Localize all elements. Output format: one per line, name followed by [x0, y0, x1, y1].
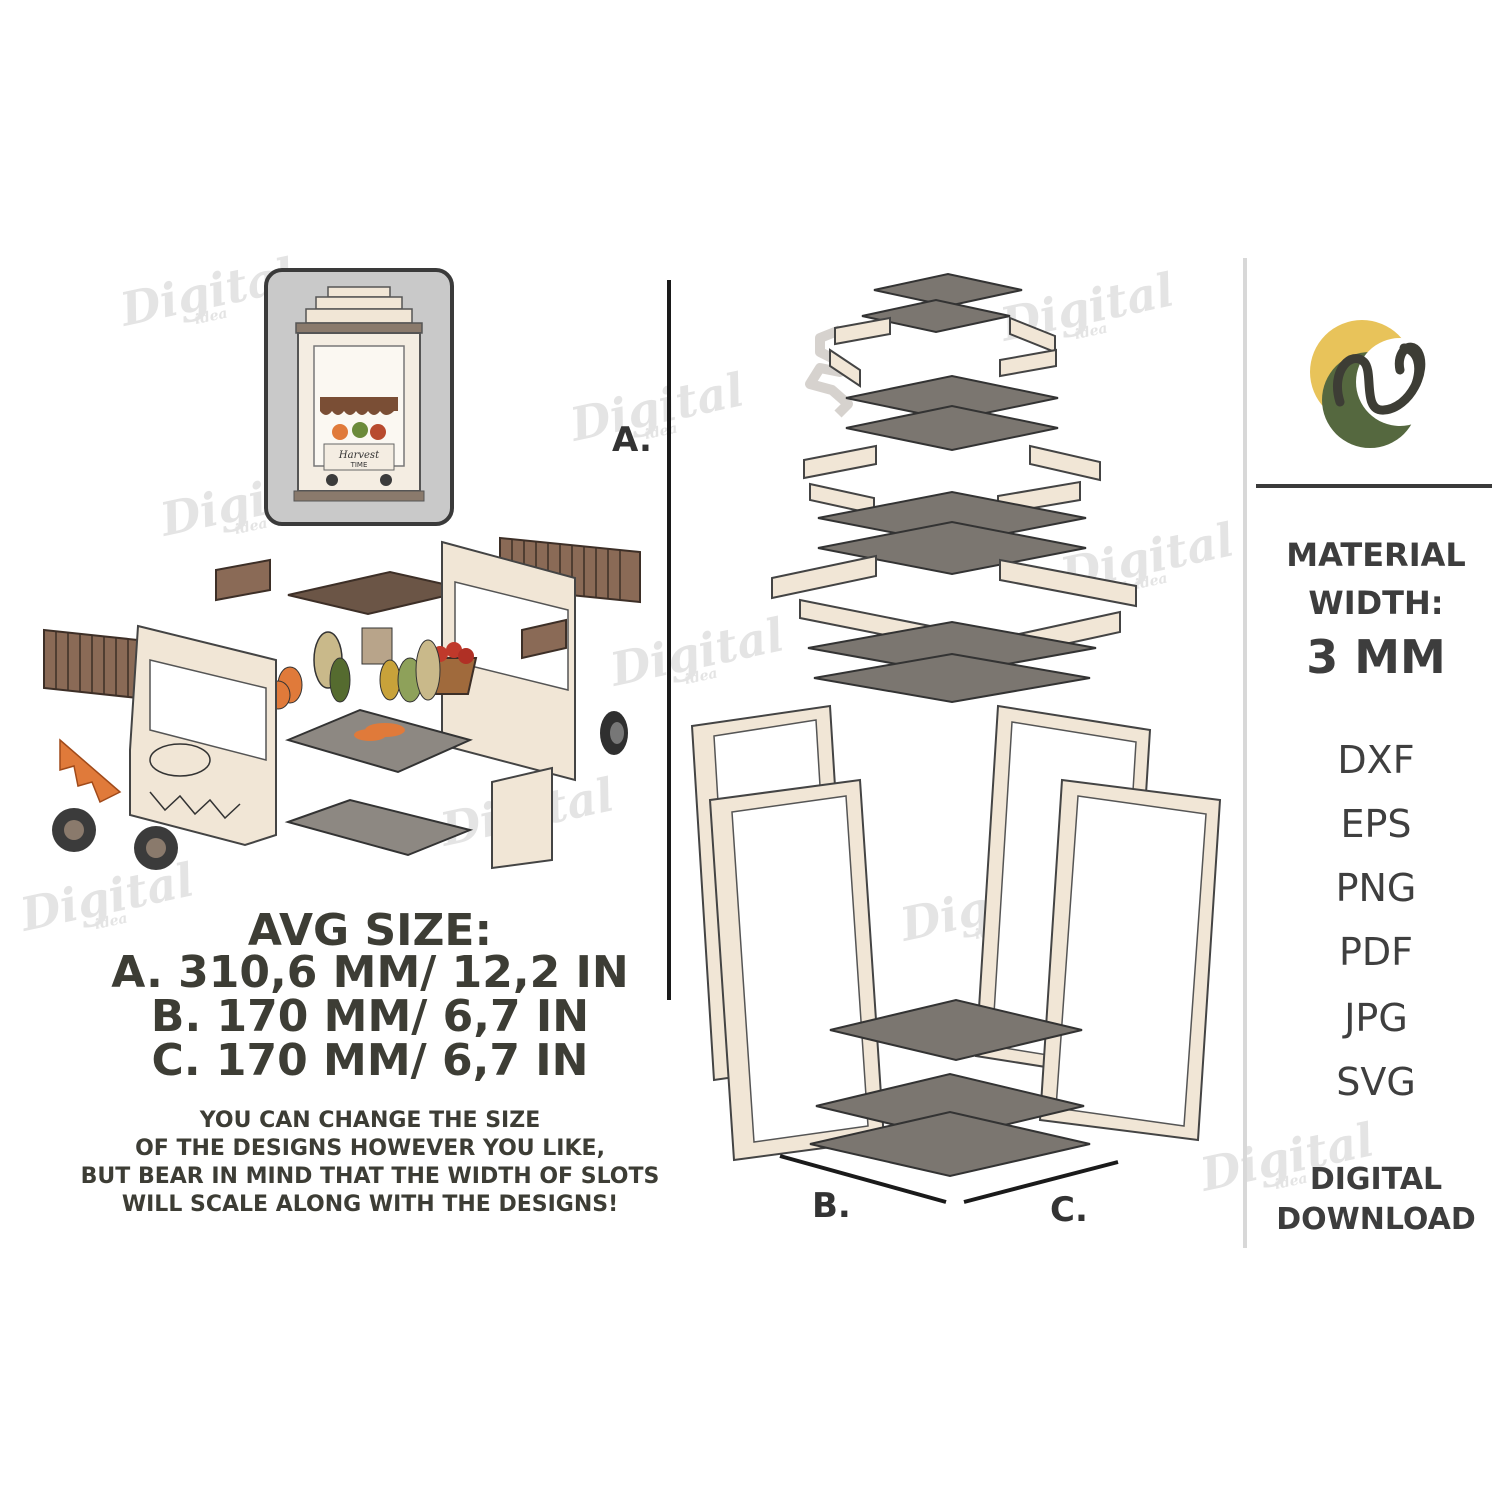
label-a: A. — [612, 420, 652, 460]
label-b: B. — [812, 1186, 851, 1226]
note-line-1: YOU CAN CHANGE THE SIZE — [199, 1108, 541, 1133]
bottom-shelf — [284, 798, 474, 857]
format-svg: SVG — [1336, 1060, 1416, 1104]
format-dxf: DXF — [1337, 738, 1415, 782]
dimension-line-b — [779, 1154, 947, 1204]
vegetables — [265, 627, 441, 710]
avg-size-b: B. 170 MM/ 6,7 IN — [150, 991, 590, 1042]
preview-sign-line2: TIME — [350, 461, 368, 469]
note-line-4: WILL SCALE ALONG WITH THE DESIGNS! — [121, 1192, 619, 1217]
preview-sign-line1: Harvest — [338, 450, 380, 461]
format-jpg: JPG — [1344, 996, 1408, 1040]
side-plank — [215, 558, 271, 602]
wall-frames-right — [974, 704, 1222, 1142]
wall-frames-left — [690, 704, 886, 1162]
bunting — [59, 738, 122, 804]
dimension-line-c — [963, 1160, 1119, 1204]
digital-download-2: DOWNLOAD — [1276, 1202, 1476, 1237]
note-line-3: BUT BEAR IN MIND THAT THE WIDTH OF SLOTS — [80, 1164, 660, 1189]
middle-shelf — [284, 708, 473, 774]
awning-front — [43, 628, 139, 700]
front-wheels — [52, 808, 178, 870]
format-pdf: PDF — [1338, 930, 1414, 974]
avg-size-a: A. 310,6 MM/ 12,2 IN — [111, 947, 629, 998]
avg-size-c: C. 170 MM/ 6,7 IN — [151, 1035, 589, 1086]
preview-thumbnail: Harvest TIME — [264, 268, 454, 526]
format-png: PNG — [1335, 866, 1417, 910]
material-label-1: MATERIAL — [1286, 536, 1466, 574]
side-door — [491, 766, 553, 870]
label-c: C. — [1050, 1190, 1088, 1230]
roof-tier-1 — [805, 272, 1057, 418]
avg-size-heading: AVG SIZE: — [247, 905, 493, 956]
note-line-2: OF THE DESIGNS HOWEVER YOU LIKE, — [135, 1136, 605, 1161]
sidebar-rule — [1256, 484, 1492, 488]
brand-logo-icon — [1310, 320, 1444, 448]
base-slabs — [809, 998, 1091, 1178]
front-panel — [129, 624, 277, 847]
material-value: 3 MM — [1306, 630, 1446, 684]
format-eps: EPS — [1340, 802, 1412, 846]
sidebar-divider — [1243, 258, 1247, 1248]
exploded-cart-illustration — [43, 536, 641, 870]
digital-download-1: DIGITAL — [1309, 1162, 1443, 1197]
assembled-lantern-image: Harvest TIME — [293, 286, 425, 502]
roof-base — [807, 620, 1097, 704]
exploded-lantern-diagram — [690, 272, 1222, 1204]
height-dimension-line — [667, 280, 671, 1000]
loose-wheel — [600, 711, 628, 755]
material-label-2: WIDTH: — [1308, 584, 1444, 622]
